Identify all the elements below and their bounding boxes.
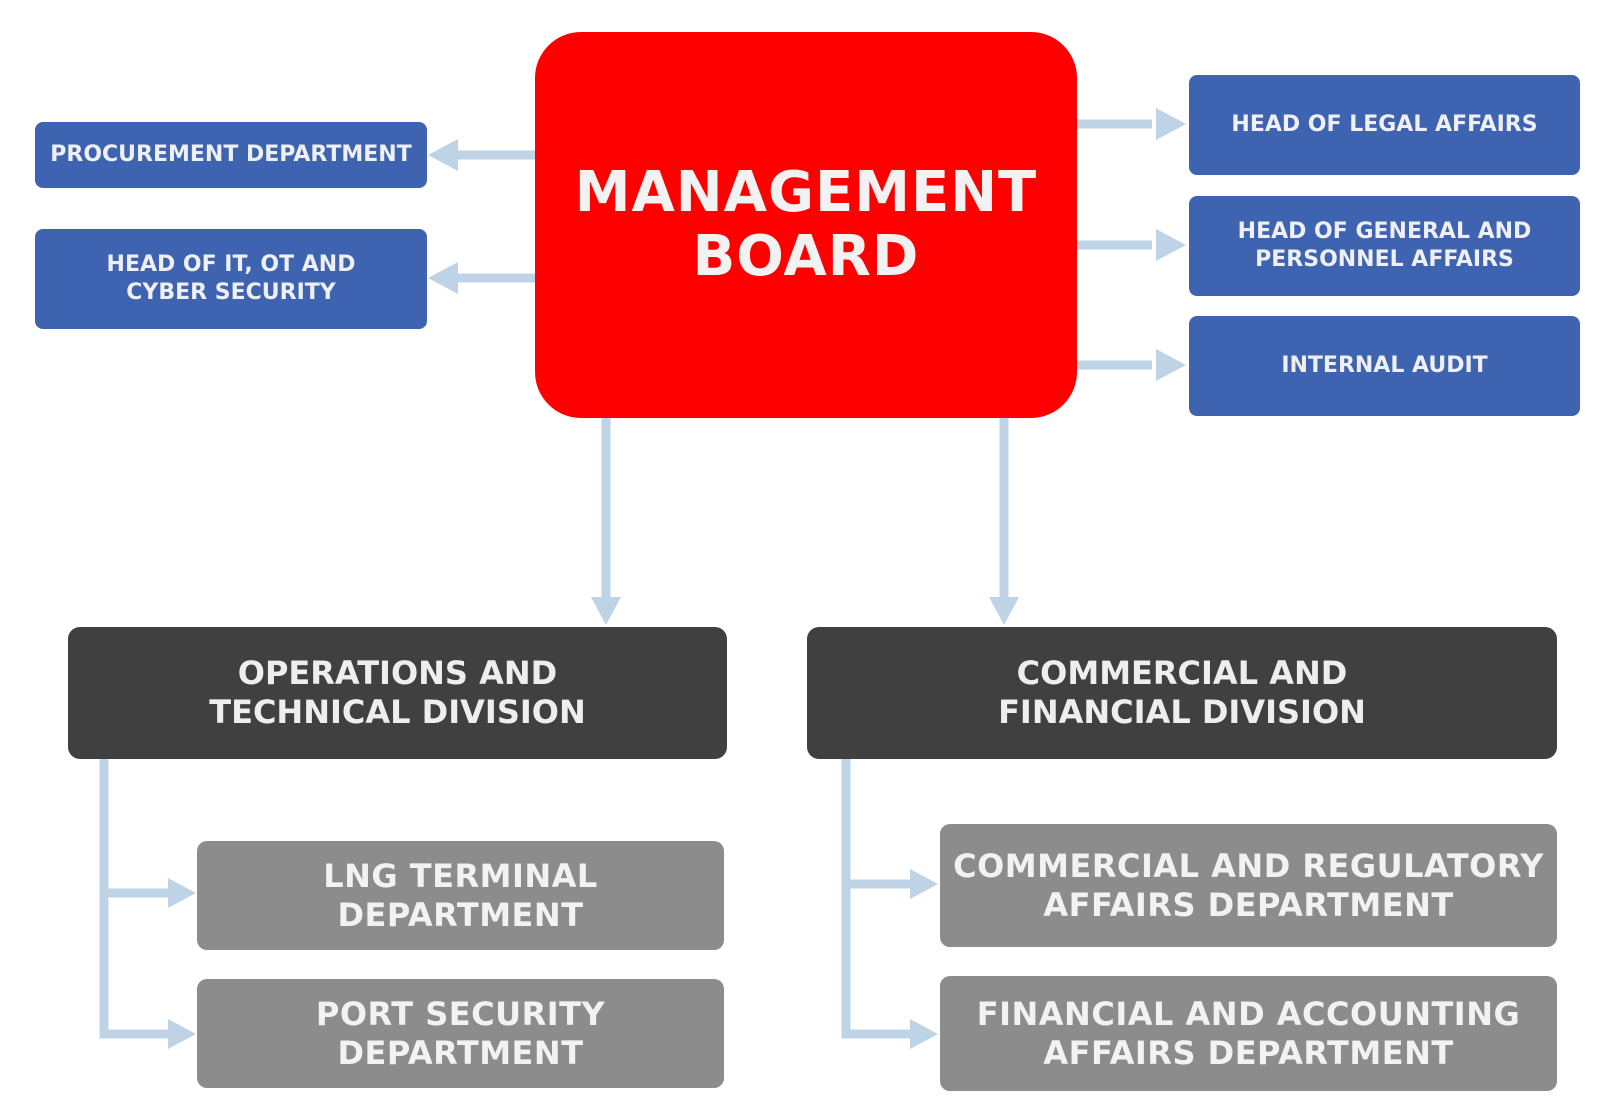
operations-technical-division-box: OPERATIONS AND TECHNICAL DIVISION	[68, 627, 727, 759]
legal-affairs-label: HEAD OF LEGAL AFFAIRS	[1231, 112, 1538, 137]
arrowhead-general	[1156, 229, 1186, 261]
arrowhead-financial	[910, 1019, 938, 1049]
general-personnel-affairs-box: HEAD OF GENERAL AND PERSONNEL AFFAIRS	[1189, 196, 1580, 296]
arrowhead-lng	[168, 878, 196, 908]
internal-audit-box: INTERNAL AUDIT	[1189, 316, 1580, 416]
port-security-department-box: PORT SECURITY DEPARTMENT	[197, 979, 724, 1088]
commercial-regulatory-affairs-department-box: COMMERCIAL AND REGULATORY AFFAIRS DEPART…	[940, 824, 1557, 947]
arrowhead-operations	[591, 597, 621, 625]
commercial-regulatory-affairs-department-label: COMMERCIAL AND REGULATORY AFFAIRS DEPART…	[953, 846, 1544, 924]
general-personnel-affairs-label: HEAD OF GENERAL AND PERSONNEL AFFAIRS	[1237, 219, 1532, 272]
lng-terminal-department-label: LNG TERMINAL DEPARTMENT	[323, 856, 598, 934]
procurement-department-box: PROCUREMENT DEPARTMENT	[35, 122, 427, 188]
lng-terminal-department-box: LNG TERMINAL DEPARTMENT	[197, 841, 724, 950]
financial-accounting-affairs-department-label: FINANCIAL AND ACCOUNTING AFFAIRS DEPARTM…	[976, 994, 1521, 1072]
procurement-department-label: PROCUREMENT DEPARTMENT	[50, 142, 412, 167]
arrowhead-legal	[1156, 108, 1186, 140]
arrowhead-procurement	[428, 139, 458, 171]
connector-operations-branch	[99, 758, 172, 1039]
commercial-financial-division-box: COMMERCIAL AND FINANCIAL DIVISION	[807, 627, 1557, 759]
commercial-financial-division-label: COMMERCIAL AND FINANCIAL DIVISION	[998, 654, 1366, 731]
connector-commercial-branch	[841, 758, 912, 1039]
it-ot-cyber-security-box: HEAD OF IT, OT AND CYBER SECURITY	[35, 229, 427, 329]
arrowhead-audit	[1156, 349, 1186, 381]
legal-affairs-box: HEAD OF LEGAL AFFAIRS	[1189, 75, 1580, 175]
financial-accounting-affairs-department-box: FINANCIAL AND ACCOUNTING AFFAIRS DEPARTM…	[940, 976, 1557, 1091]
arrowhead-regulatory	[910, 869, 938, 899]
port-security-department-label: PORT SECURITY DEPARTMENT	[315, 994, 606, 1072]
arrowhead-commercial	[989, 597, 1019, 625]
operations-technical-division-label: OPERATIONS AND TECHNICAL DIVISION	[209, 654, 586, 731]
management-board-box: MANAGEMENT BOARD	[535, 32, 1077, 418]
arrowhead-port-security	[168, 1019, 196, 1049]
internal-audit-label: INTERNAL AUDIT	[1281, 353, 1488, 378]
arrowhead-it-security	[428, 262, 458, 294]
management-board-label: MANAGEMENT BOARD	[574, 160, 1038, 289]
it-ot-cyber-security-label: HEAD OF IT, OT AND CYBER SECURITY	[106, 252, 356, 305]
